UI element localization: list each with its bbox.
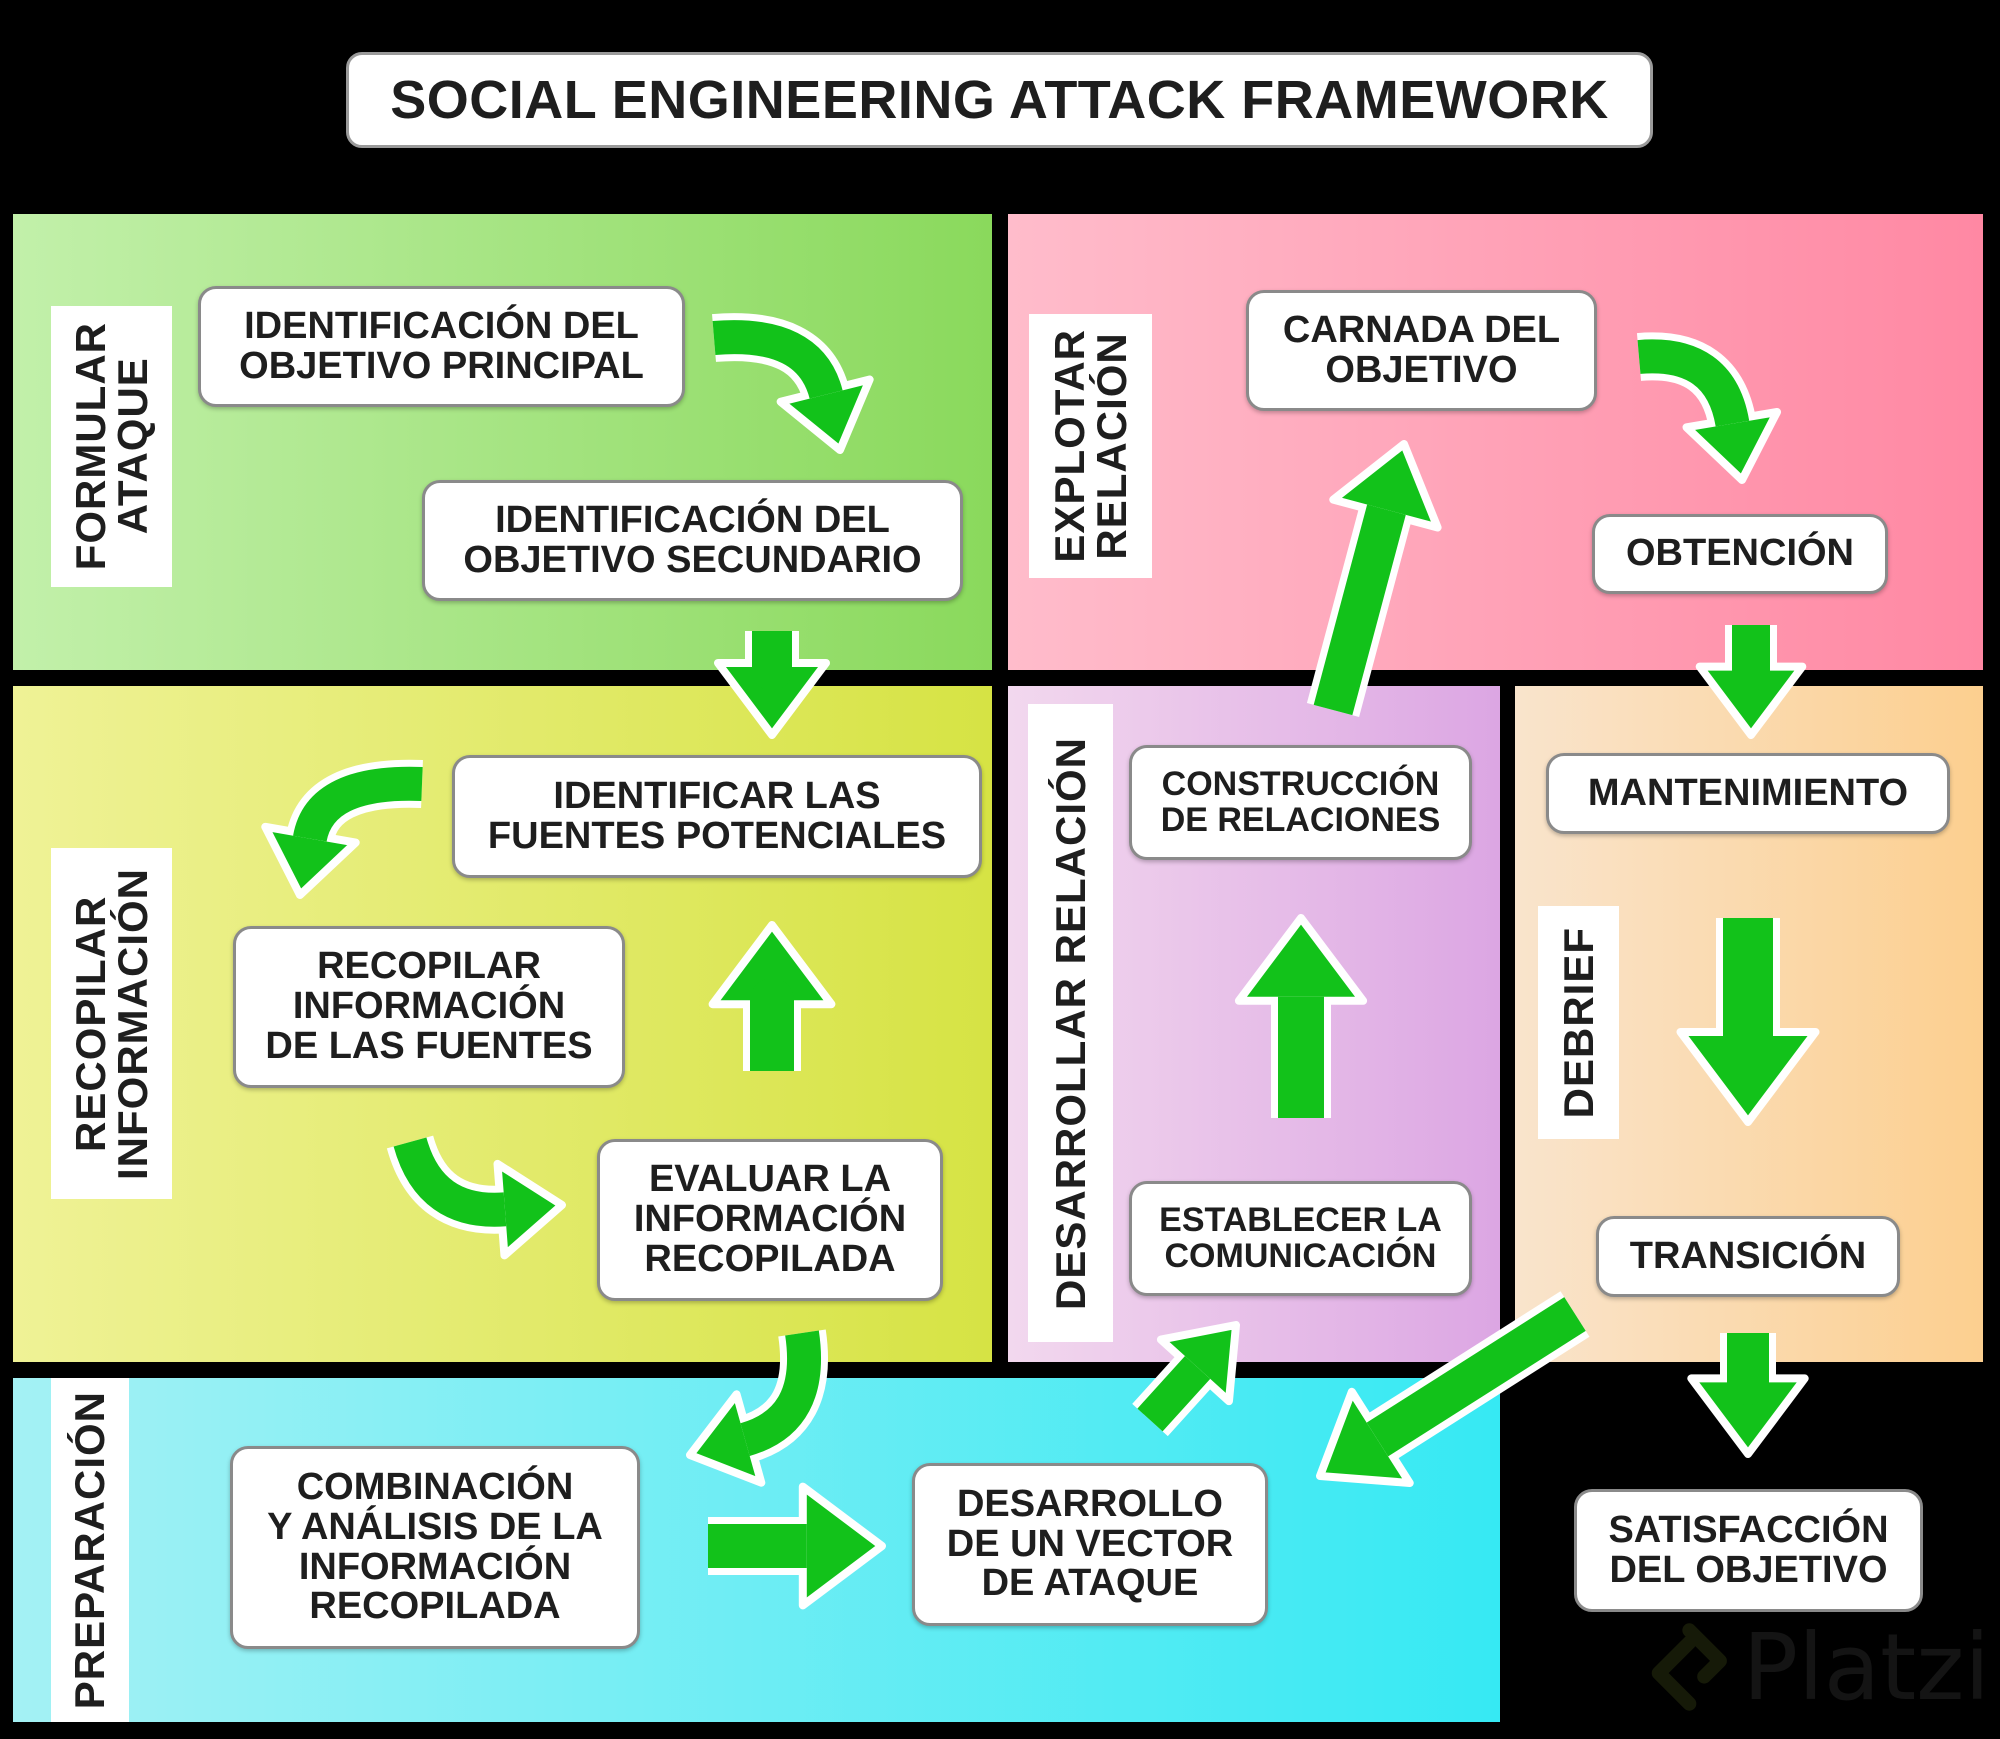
step-objetivo-secundario: IDENTIFICACIÓN DEL OBJETIVO SECUNDARIO bbox=[422, 480, 963, 601]
step-establecer-comunicacion: ESTABLECER LA COMUNICACIÓN bbox=[1129, 1181, 1472, 1296]
arrow-principal-to-secundario bbox=[712, 313, 874, 454]
phase-label-debrief: DEBRIEF bbox=[1538, 906, 1619, 1139]
arrow-secundario-to-fuentes bbox=[714, 631, 830, 739]
step-construccion-relaciones: CONSTRUCCIÓN DE RELACIONES bbox=[1129, 745, 1472, 860]
phase-label-preparacion: PREPARACIÓN bbox=[51, 1378, 129, 1722]
arrow-fuentes-to-recopilar bbox=[261, 759, 423, 899]
phase-label-desarrollar: DESARROLLAR RELACIÓN bbox=[1028, 704, 1113, 1342]
step-evaluar-informacion: EVALUAR LA INFORMACIÓN RECOPILADA bbox=[597, 1139, 943, 1301]
phase-label-explotar: EXPLOTAR RELACIÓN bbox=[1029, 314, 1152, 578]
arrow-transicion-to-vector bbox=[1316, 1291, 1590, 1487]
step-satisfaccion-objetivo: SATISFACCIÓN DEL OBJETIVO bbox=[1574, 1489, 1923, 1612]
arrow-recopilar-to-evaluar bbox=[386, 1134, 566, 1260]
arrow-comunicacion-to-relaciones bbox=[1234, 914, 1368, 1118]
phase-label-formular: FORMULAR ATAQUE bbox=[51, 306, 172, 587]
step-recopilar-informacion: RECOPILAR INFORMACIÓN DE LAS FUENTES bbox=[233, 926, 625, 1088]
arrow-transicion-to-satisfaccion bbox=[1687, 1333, 1809, 1458]
arrow-obtencion-to-mantenimiento bbox=[1695, 625, 1807, 739]
arrow-combinacion-to-vector bbox=[708, 1482, 886, 1610]
arrow-evaluar-to-fuentes bbox=[708, 921, 836, 1071]
step-vector-ataque: DESARROLLO DE UN VECTOR DE ATAQUE bbox=[912, 1463, 1268, 1626]
phase-label-recopilar: RECOPILAR INFORMACIÓN bbox=[51, 848, 172, 1199]
arrow-vector-to-comunicacion bbox=[1132, 1321, 1240, 1437]
arrow-mantenimiento-to-transicion bbox=[1676, 918, 1820, 1126]
platzi-watermark: Platzi bbox=[1650, 1612, 1990, 1722]
platzi-wordmark: Platzi bbox=[1742, 1613, 1990, 1721]
step-carnada-objetivo: CARNADA DEL OBJETIVO bbox=[1246, 290, 1597, 411]
diagram-title: SOCIAL ENGINEERING ATTACK FRAMEWORK bbox=[346, 52, 1653, 148]
step-mantenimiento: MANTENIMIENTO bbox=[1546, 753, 1950, 834]
arrow-evaluar-to-combinacion bbox=[686, 1329, 829, 1487]
arrow-relaciones-to-carnada bbox=[1306, 440, 1442, 717]
step-objetivo-principal: IDENTIFICACIÓN DEL OBJETIVO PRINCIPAL bbox=[198, 286, 685, 407]
step-combinacion-analisis: COMBINACIÓN Y ANÁLISIS DE LA INFORMACIÓN… bbox=[230, 1446, 640, 1649]
step-transicion: TRANSICIÓN bbox=[1596, 1216, 1900, 1297]
platzi-logo-icon bbox=[1651, 1623, 1727, 1711]
arrow-carnada-to-obtencion bbox=[1636, 332, 1782, 484]
step-obtencion: OBTENCIÓN bbox=[1592, 514, 1888, 594]
step-identificar-fuentes: IDENTIFICAR LAS FUENTES POTENCIALES bbox=[452, 755, 982, 878]
